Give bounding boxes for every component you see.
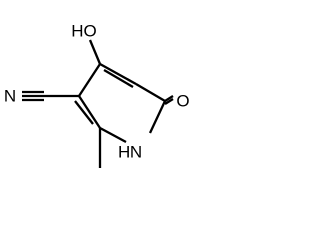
bond-c2-c3: [78, 95, 101, 129]
bond-c4-c5: [99, 62, 137, 86]
atom-label-nitrile-n: N: [4, 87, 16, 106]
atom-label-nh-h: H: [118, 143, 130, 162]
bond-c4-c5-double: [103, 69, 134, 88]
structure-diagram: HO N O N H: [4, 22, 190, 168]
bond-c6-n1: [148, 100, 167, 134]
bond-c4-oh: [88, 39, 102, 65]
bond-c6-o-1: [164, 95, 174, 102]
bond-c2-c3-double: [74, 100, 94, 125]
atom-label-nh-n: N: [130, 143, 142, 162]
bond-c6-o-2: [164, 98, 174, 105]
bond-c3-c4: [78, 63, 101, 97]
atom-label-carbonyl-o: O: [176, 92, 189, 111]
bond-n1-c2: [99, 126, 127, 144]
bond-c5-c6: [135, 83, 166, 102]
atom-label-ho: HO: [71, 22, 97, 41]
